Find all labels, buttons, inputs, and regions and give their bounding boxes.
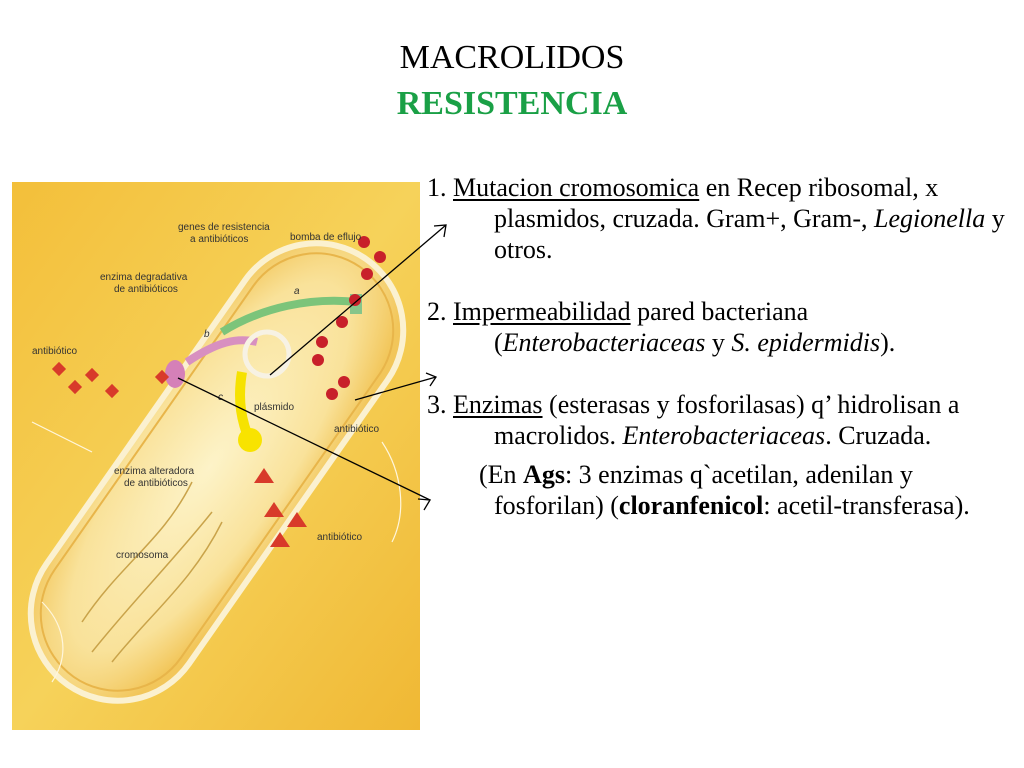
slide-title: MACROLIDOS	[399, 39, 625, 76]
item-text: pared bacteriana (	[494, 297, 809, 357]
label-antibiotic-bottom: antibiótico	[317, 532, 362, 543]
item-italic: S. epidermidis	[731, 328, 881, 357]
item-heading: Enzimas	[453, 390, 543, 419]
item-text: en Recep ribosomal, x plasmidos, cruzada…	[494, 173, 939, 233]
item-text: . Cruzada.	[825, 421, 932, 450]
bacterial-resistance-illustration: genes de resistencia a antibióticos bomb…	[12, 182, 420, 730]
label-antibiotic-right: antibiótico	[334, 424, 379, 435]
mechanism-item-2: 2. Impermeabilidad pared bacteriana (Ent…	[427, 296, 1017, 358]
label-genes-line2: a antibióticos	[190, 234, 248, 245]
label-altering-enzyme-line2: de antibióticos	[124, 478, 188, 489]
note-text: : 3 enzimas q`acetilan, adenilan y fosfo…	[494, 460, 913, 520]
mechanism-item-1: 1. Mutacion cromosomica en Recep ribosom…	[427, 172, 1017, 265]
label-chromosome: cromosoma	[116, 550, 169, 561]
item-spacer	[427, 265, 1017, 296]
item-italic: Enterobacteriaceas	[622, 421, 826, 450]
label-plasmid: plásmido	[254, 402, 294, 413]
item-italic: Legionella	[873, 204, 986, 233]
resistance-mechanisms-list: 1. Mutacion cromosomica en Recep ribosom…	[427, 172, 1017, 521]
note-bold: cloranfenicol	[618, 491, 764, 520]
item-text: (esterasas y fosforilasas) q’ hidrolisan…	[494, 390, 960, 450]
item-text: y otros.	[494, 204, 1005, 264]
mechanism-item-3: 3. Enzimas (esterasas y fosforilasas) q’…	[427, 389, 1017, 451]
note-text: : acetil-transferasa).	[763, 491, 970, 520]
aminoglycoside-note: (En Ags: 3 enzimas q`acetilan, adenilan …	[427, 459, 1017, 521]
label-efflux-pump: bomba de eflujo	[290, 232, 362, 243]
label-altering-enzyme-line1: enzima alteradora	[114, 466, 194, 477]
label-letter-b: b	[204, 329, 210, 340]
chromosome-strands	[81, 481, 223, 663]
note-text: (En	[479, 460, 524, 489]
item-number: 3.	[427, 390, 453, 419]
label-antibiotic-left: antibiótico	[32, 346, 77, 357]
slide-subtitle: RESISTENCIA	[396, 85, 628, 122]
antibiotic-diamonds	[51, 361, 170, 399]
item-number: 2.	[427, 297, 453, 326]
note-bold: Ags	[523, 460, 565, 489]
item-spacer	[427, 358, 1017, 389]
item-text: y	[705, 328, 732, 357]
label-genes-line1: genes de resistencia	[178, 222, 270, 233]
label-degradative-enzyme-line1: enzima degradativa	[100, 272, 188, 283]
label-letter-a: a	[294, 286, 300, 297]
item-number: 1.	[427, 173, 453, 202]
item-italic: Enterobacteriaceas	[502, 328, 706, 357]
label-letter-c: c	[218, 392, 223, 403]
item-heading: Mutacion cromosomica	[453, 173, 700, 202]
degradative-enzyme	[165, 360, 185, 388]
label-degradative-enzyme-line2: de antibióticos	[114, 284, 178, 295]
enzyme-yellow	[238, 428, 262, 452]
item-heading: Impermeabilidad	[453, 297, 631, 326]
item-text: ).	[880, 328, 896, 357]
